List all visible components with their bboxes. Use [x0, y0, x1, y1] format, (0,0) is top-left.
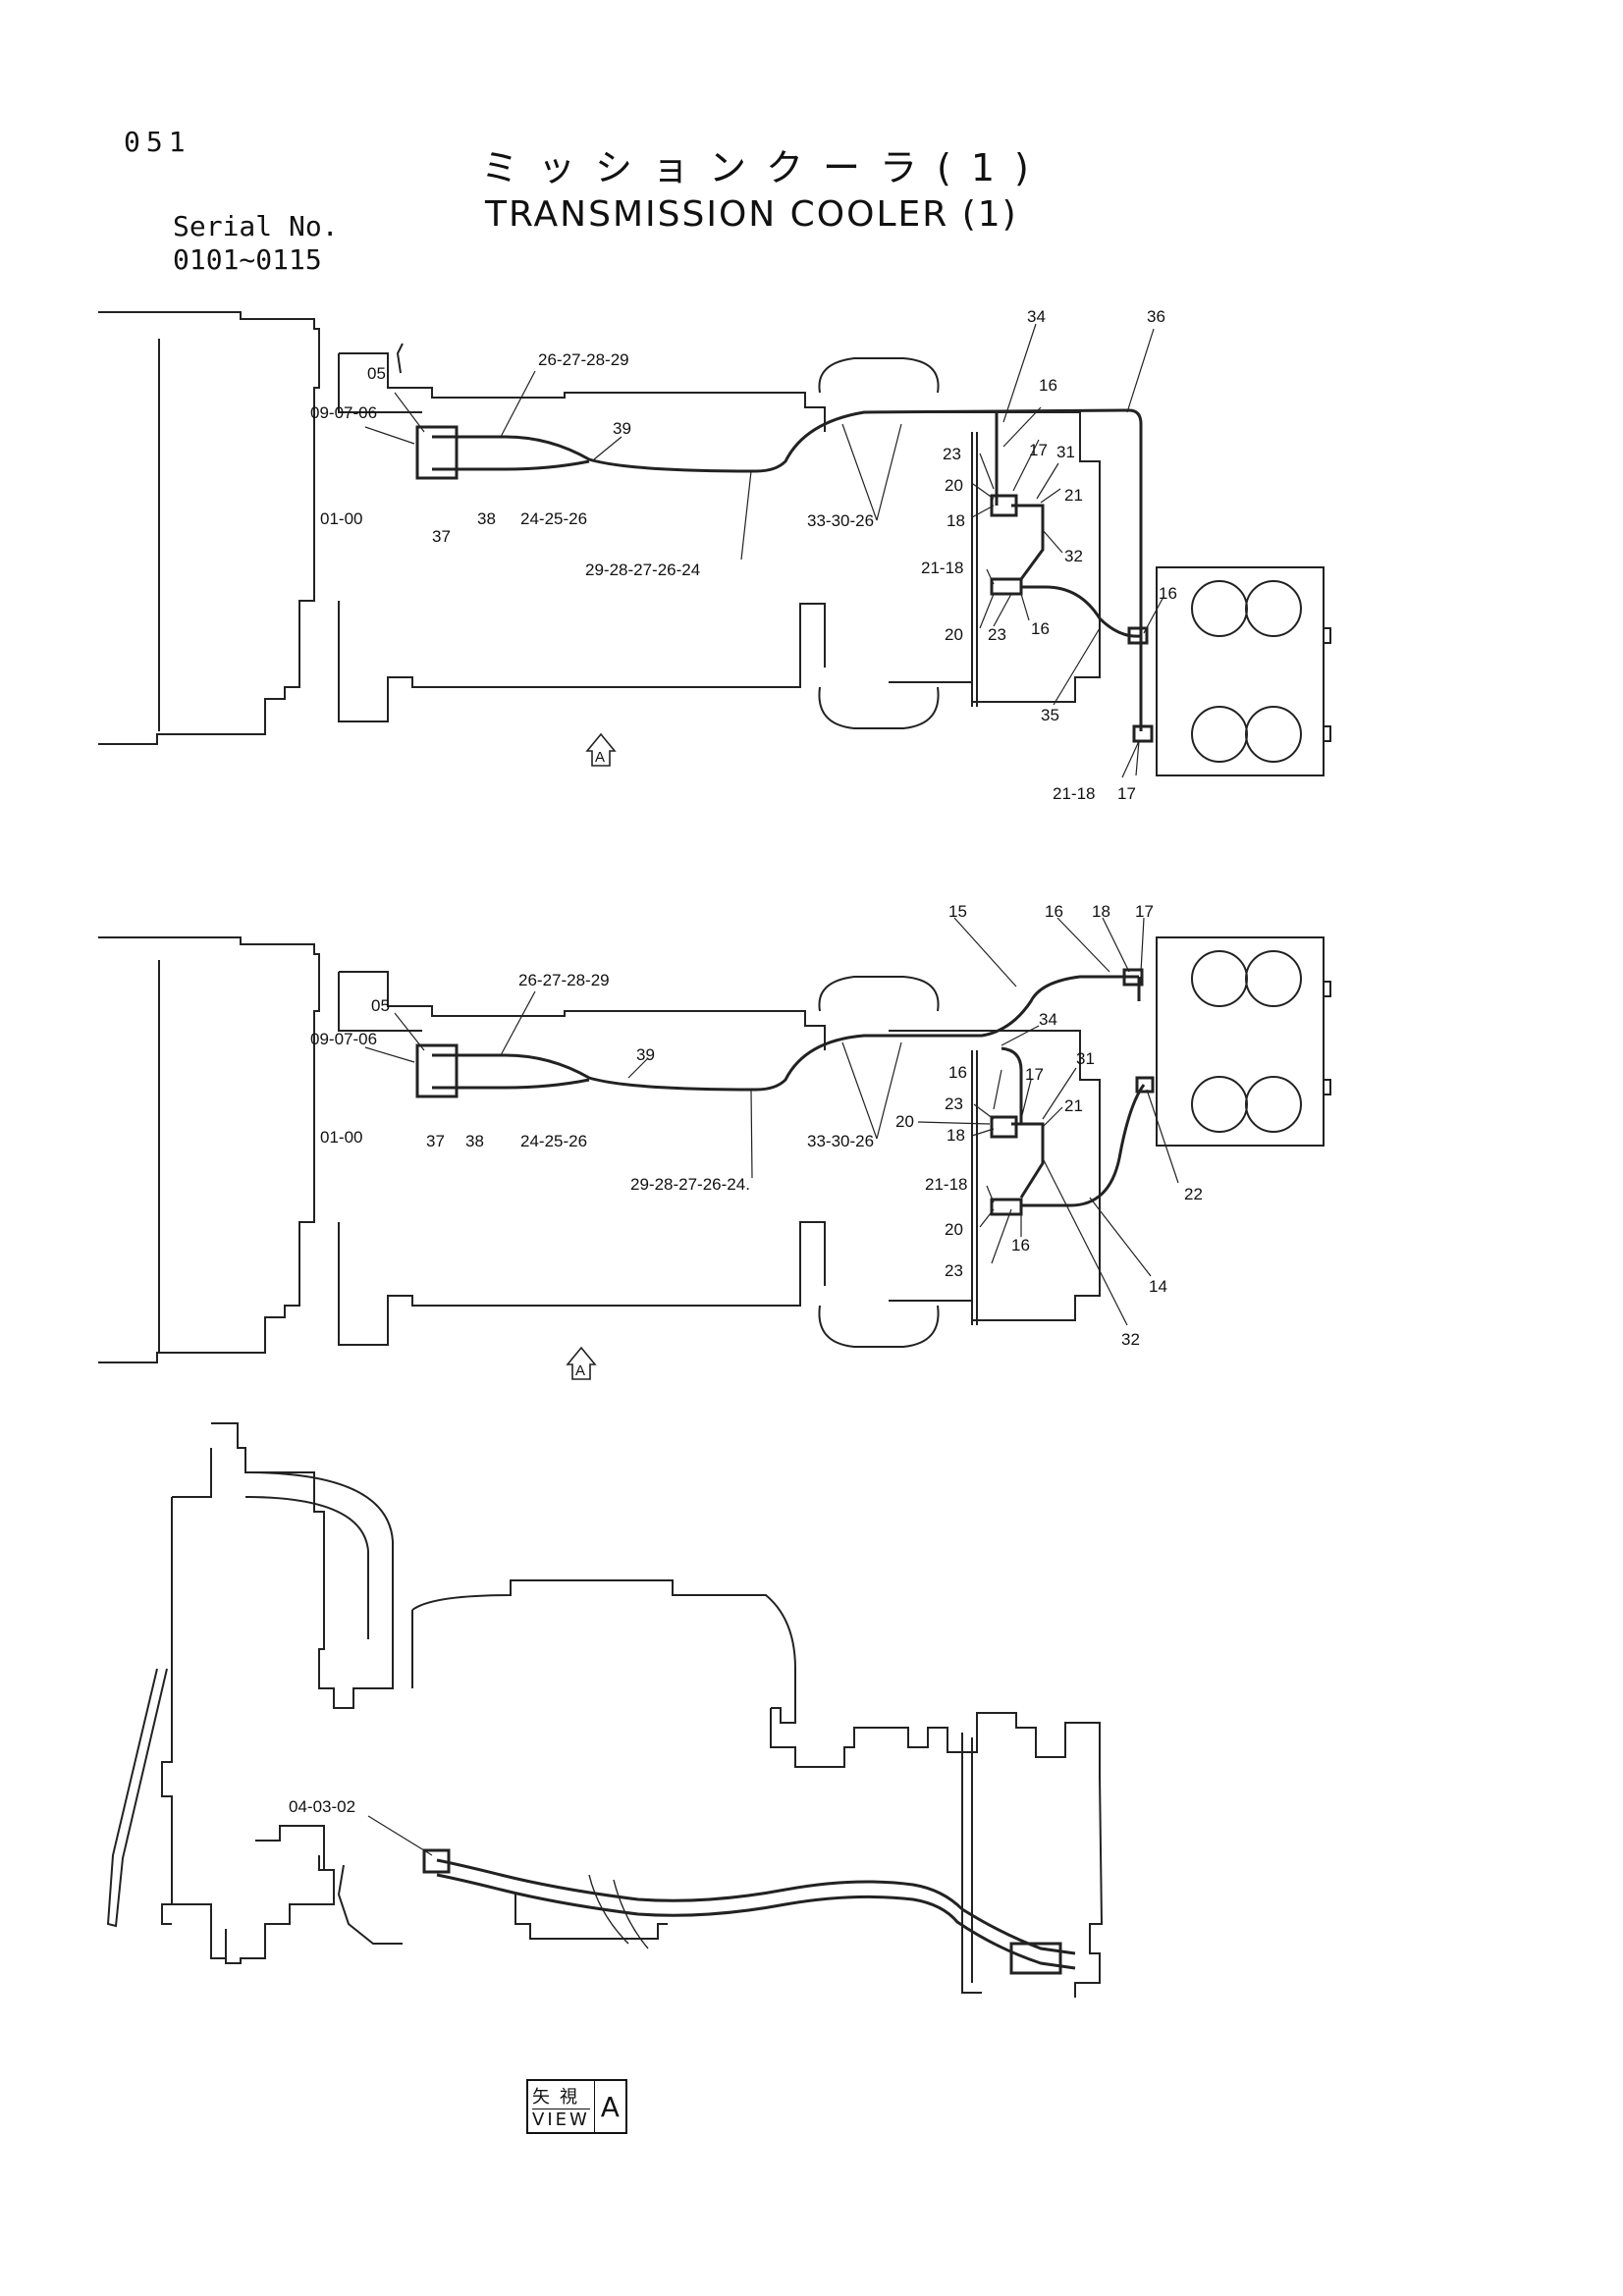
top-label: 01-00	[320, 509, 362, 528]
title-english: TRANSMISSION COOLER (1)	[485, 194, 1018, 235]
middle-label: 18	[1092, 902, 1110, 921]
top-label: 17	[1029, 441, 1048, 459]
middle-label: 16	[948, 1063, 967, 1082]
middle-label: 39	[636, 1045, 655, 1064]
middle-label: 29-28-27-26-24.	[630, 1175, 750, 1194]
middle-label: 22	[1184, 1185, 1203, 1203]
middle-label: 16	[1045, 902, 1063, 921]
top-labels: 34 36 16 05 26-27-28-29 09-07-06 39 23 1…	[310, 307, 1177, 803]
middle-label: 23	[945, 1261, 963, 1280]
middle-label: 33-30-26	[807, 1132, 874, 1150]
middle-hoses	[415, 968, 1155, 1216]
middle-label: 31	[1076, 1049, 1095, 1068]
top-label: 23	[943, 445, 961, 463]
middle-label: 17	[1135, 902, 1154, 921]
view-a-caption: 矢視 VIEW A	[526, 2079, 627, 2134]
serial-range: 0101~0115	[173, 243, 322, 276]
top-label: 23	[988, 625, 1006, 644]
middle-label: 37	[426, 1132, 445, 1150]
middle-label: 21-18	[925, 1175, 967, 1194]
top-cooler-unit	[1156, 566, 1331, 776]
middle-label: 38	[465, 1132, 484, 1150]
middle-label: 32	[1121, 1330, 1140, 1349]
view-caption-en: VIEW	[532, 2109, 590, 2130]
middle-label: 09-07-06	[310, 1030, 377, 1048]
middle-label: 16	[1011, 1236, 1030, 1255]
view-caption-stack: 矢視 VIEW	[528, 2081, 595, 2132]
view-caption-jp: 矢視	[532, 2083, 590, 2109]
middle-label: 26-27-28-29	[518, 971, 610, 989]
middle-label: 14	[1149, 1277, 1167, 1296]
top-label: 17	[1117, 784, 1136, 803]
top-label: 39	[613, 419, 631, 438]
title-japanese: ミッションクーラ(1)	[481, 146, 1049, 189]
top-label: 31	[1056, 443, 1075, 461]
middle-label: 20	[895, 1112, 914, 1131]
top-label: 24-25-26	[520, 509, 587, 528]
bottom-leader-lines	[367, 1815, 433, 1856]
middle-label: 17	[1025, 1065, 1044, 1084]
top-label: 32	[1064, 547, 1083, 565]
top-view-a-marker	[585, 732, 617, 767]
middle-label: 05	[371, 996, 390, 1015]
top-chassis-outline	[98, 311, 1101, 745]
top-label: 37	[432, 527, 451, 546]
top-label: 18	[947, 511, 965, 530]
view-a-marker-letter: A	[595, 749, 605, 766]
top-label: 16	[1039, 376, 1057, 395]
middle-view-a-marker	[566, 1346, 597, 1380]
top-leader-lines	[364, 323, 1164, 778]
top-label: 21-18	[921, 559, 963, 577]
view-a-marker-letter: A	[575, 1362, 585, 1379]
bottom-labels: 04-03-02	[289, 1797, 355, 1816]
middle-labels: 15 16 18 17 26-27-28-29 05 09-07-06 39 3…	[310, 902, 1203, 1349]
top-label: 20	[945, 476, 963, 495]
top-label: 09-07-06	[310, 403, 377, 422]
top-label: 36	[1147, 307, 1165, 326]
top-label: 26-27-28-29	[538, 350, 629, 369]
top-label: 16	[1159, 584, 1177, 603]
top-label: 29-28-27-26-24	[585, 561, 700, 579]
middle-label: 01-00	[320, 1128, 362, 1147]
top-label: 21	[1064, 486, 1083, 505]
top-label: 34	[1027, 307, 1046, 326]
middle-label: 34	[1039, 1010, 1057, 1029]
bottom-hose	[422, 1848, 1076, 1975]
top-label: 35	[1041, 706, 1059, 724]
middle-label: 21	[1064, 1096, 1083, 1115]
top-hoses	[415, 408, 1154, 743]
middle-label: 23	[945, 1095, 963, 1113]
serial-label: Serial No.	[173, 210, 339, 242]
bottom-label: 04-03-02	[289, 1797, 355, 1816]
top-label: 38	[477, 509, 496, 528]
middle-label: 18	[947, 1126, 965, 1145]
top-label: 16	[1031, 619, 1050, 638]
top-label: 21-18	[1053, 784, 1095, 803]
middle-cooler-unit	[1156, 936, 1331, 1147]
middle-label: 24-25-26	[520, 1132, 587, 1150]
middle-chassis-outline	[98, 936, 1101, 1363]
middle-label: 15	[948, 902, 967, 921]
top-label: 20	[945, 625, 963, 644]
view-caption-letter: A	[600, 2090, 620, 2123]
top-label: 33-30-26	[807, 511, 874, 530]
middle-label: 20	[945, 1220, 963, 1239]
page-number: 051	[124, 126, 191, 158]
bottom-engine-outline	[106, 1422, 1104, 1998]
middle-leader-lines	[364, 917, 1179, 1326]
top-label: 05	[367, 364, 386, 383]
